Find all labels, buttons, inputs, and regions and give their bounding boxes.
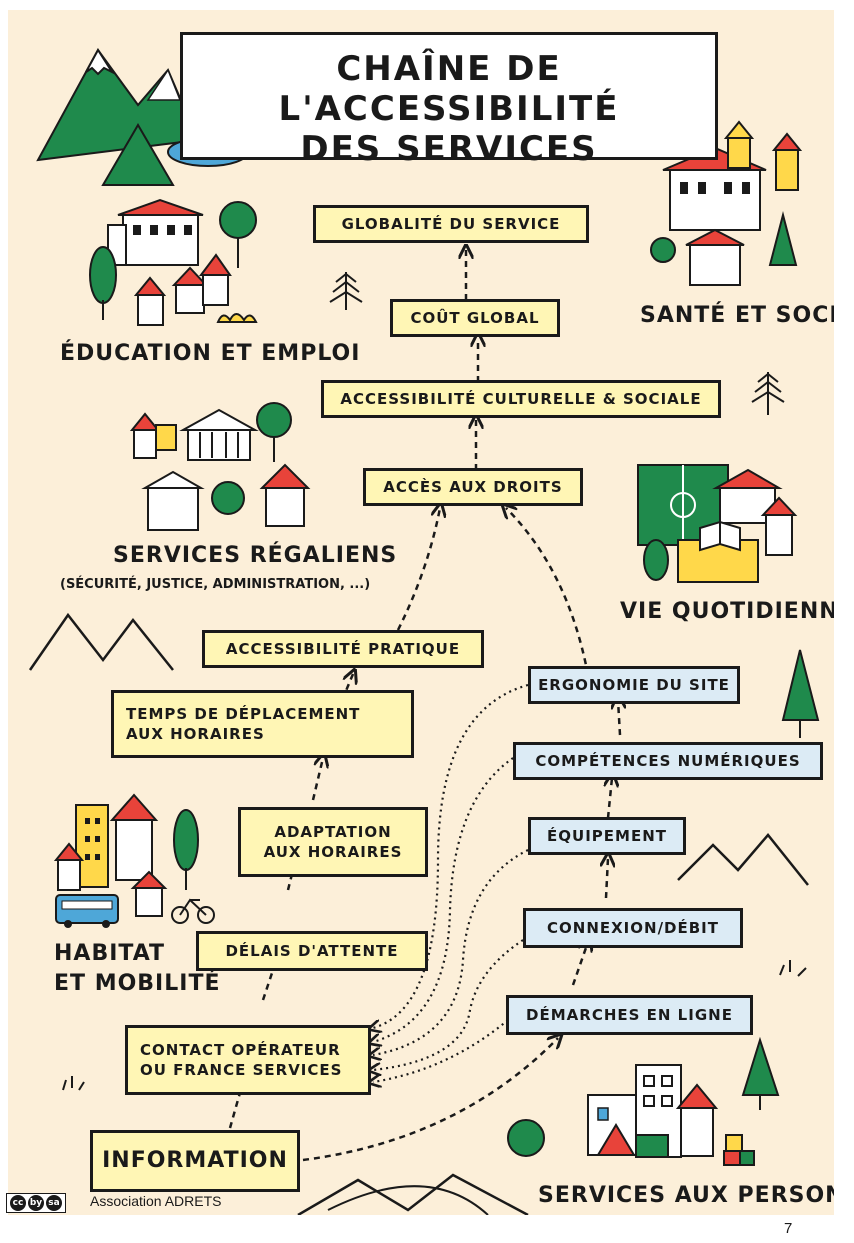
- chain-arrow: [606, 858, 608, 899]
- label-services-personnes: SERVICES AUX PERSONNES: [538, 1183, 834, 1208]
- cc-icon: cc: [10, 1195, 26, 1211]
- association-credit: Association ADRETS: [90, 1193, 222, 1209]
- chain-arrow: [618, 700, 620, 736]
- pine-icon: [329, 272, 785, 415]
- grass-icon: [779, 960, 807, 977]
- page-title: CHAÎNE DE L'ACCESSIBILITÉ: [278, 49, 620, 129]
- mountain-outline: [677, 833, 809, 886]
- box-globalite: GLOBALITÉ DU SERVICE: [313, 205, 589, 243]
- box-adaptation-line2: AUX HORAIRES: [263, 843, 403, 861]
- title-box: CHAÎNE DE L'ACCESSIBILITÉ DES SERVICES: [180, 32, 718, 169]
- label-education-emploi: ÉDUCATION ET EMPLOI: [60, 341, 361, 366]
- grass-icon: [62, 1076, 85, 1091]
- hill-outline: [327, 1185, 489, 1215]
- label-mobilite: ET MOBILITÉ: [54, 971, 221, 996]
- village-icon: [129, 402, 311, 531]
- box-ergonomie-site: ERGONOMIE DU SITE: [528, 666, 740, 704]
- label-habitat: HABITAT: [54, 941, 166, 966]
- building-icon: [507, 1036, 780, 1166]
- chain-arrow: [311, 758, 323, 801]
- chain-arrow: [506, 508, 590, 676]
- chain-arrow: [571, 942, 588, 986]
- cc-sa-icon: sa: [46, 1195, 62, 1211]
- chain-arrow: [396, 508, 440, 631]
- page-title-line2: DES SERVICES: [300, 129, 598, 169]
- mountain-outline: [297, 1173, 529, 1215]
- chain-arrow: [228, 1082, 243, 1129]
- book-icon: [699, 520, 741, 552]
- bus-icon: [55, 894, 119, 928]
- cc-license-badge: cc by sa: [6, 1193, 66, 1213]
- dotted-arrow: [373, 683, 529, 1028]
- poster: CHAÎNE DE L'ACCESSIBILITÉ DES SERVICES G…: [8, 10, 834, 1215]
- box-delais-attente: DÉLAIS D'ATTENTE: [196, 931, 428, 971]
- box-adaptation-line1: ADAPTATION: [274, 822, 392, 841]
- illustration-layer: [28, 48, 820, 1215]
- village-icon: [53, 793, 199, 917]
- building-icon: [650, 120, 803, 286]
- village-icon: [89, 198, 258, 326]
- box-temps-deplacement-line2: AUX HORAIRES: [126, 725, 265, 743]
- football-field-icon: [637, 464, 798, 583]
- box-information: INFORMATION: [90, 1130, 300, 1192]
- bicycle-icon: [171, 898, 215, 924]
- box-connexion-debit: CONNEXION/DÉBIT: [523, 908, 743, 948]
- arrow-layer: [228, 10, 834, 1162]
- tree-icon: [781, 649, 820, 738]
- box-demarches-en-ligne: DÉMARCHES EN LIGNE: [506, 995, 753, 1035]
- label-services-regaliens-detail: (SÉCURITÉ, JUSTICE, ADMINISTRATION, ...): [60, 577, 371, 592]
- box-accessibilite-culturelle: ACCESSIBILITÉ CULTURELLE & SOCIALE: [321, 380, 721, 418]
- box-contact-operateur: CONTACT OPÉRATEUR OU FRANCE SERVICES: [125, 1025, 371, 1095]
- label-vie-quotidienne: VIE QUOTIDIENNE: [620, 599, 834, 624]
- box-temps-deplacement: TEMPS DE DÉPLACEMENT AUX HORAIRES: [111, 690, 414, 758]
- chain-arrow: [302, 1038, 558, 1162]
- dotted-arrow: [373, 939, 524, 1070]
- dotted-arrow: [373, 757, 514, 1042]
- box-competences-numeriques: COMPÉTENCES NUMÉRIQUES: [513, 742, 823, 780]
- box-adaptation-horaires: ADAPTATION AUX HORAIRES: [238, 807, 428, 877]
- box-contact-line2: OU FRANCE SERVICES: [140, 1061, 343, 1079]
- box-temps-deplacement-line1: TEMPS DE DÉPLACEMENT: [126, 704, 361, 723]
- box-accessibilite-pratique: ACCESSIBILITÉ PRATIQUE: [202, 630, 484, 668]
- chain-arrow: [608, 778, 612, 819]
- cc-by-icon: by: [28, 1195, 44, 1211]
- dotted-arrow: [373, 1019, 509, 1082]
- box-equipement: ÉQUIPEMENT: [528, 817, 686, 855]
- mountain-outline: [28, 612, 174, 671]
- chain-arrow: [261, 955, 278, 1001]
- page-number: 7: [784, 1220, 793, 1237]
- box-acces-droits: ACCÈS AUX DROITS: [363, 468, 583, 506]
- label-sante-social: SANTÉ ET SOCIAL: [640, 303, 834, 328]
- label-services-regaliens: SERVICES RÉGALIENS: [113, 543, 398, 568]
- box-contact-line1: CONTACT OPÉRATEUR: [140, 1040, 341, 1059]
- box-cout-global: COÛT GLOBAL: [390, 299, 560, 337]
